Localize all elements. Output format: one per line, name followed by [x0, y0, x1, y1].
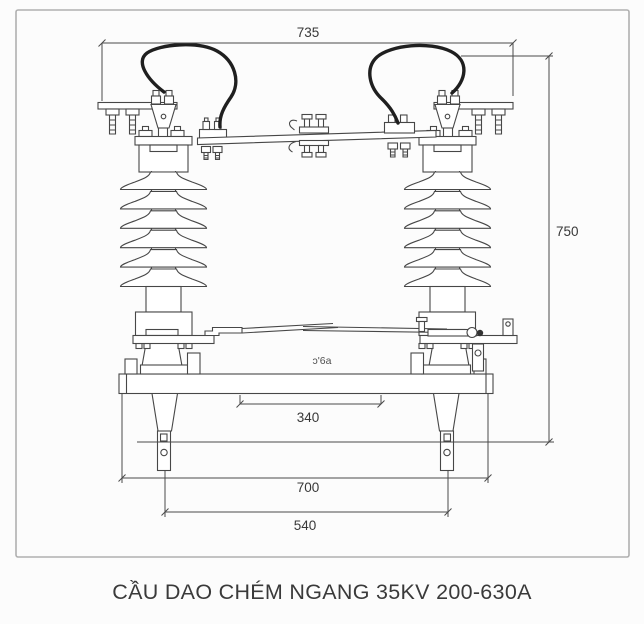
stamp-marking: ɔ'6a — [313, 355, 332, 367]
dimension-base-slot: 340 — [236, 395, 385, 425]
dimension-base-length: 700 — [118, 394, 492, 495]
right-jumper-wire — [368, 43, 466, 125]
dimension-overall-height: 750 — [137, 52, 579, 446]
left-flange-assembly — [132, 322, 339, 345]
dimension-top-span: 735 — [98, 25, 517, 101]
right-flange-linkage — [302, 316, 518, 372]
dimension-mounting-centers: 540 — [161, 471, 452, 533]
dim-label-340: 340 — [297, 410, 320, 425]
base-channel — [118, 373, 494, 395]
drawing-border — [15, 9, 630, 558]
dim-label-540: 540 — [294, 518, 317, 533]
drawing-title: CẦU DAO CHÉM NGANG 35KV 200-630A — [112, 579, 532, 604]
dim-label-750: 750 — [556, 224, 579, 239]
left-insulator — [97, 89, 208, 472]
dim-label-735: 735 — [297, 25, 320, 40]
right-insulator — [403, 89, 514, 472]
blade-arm-assembly — [196, 113, 437, 161]
left-jumper-wire — [140, 43, 238, 129]
dim-label-700: 700 — [297, 480, 320, 495]
